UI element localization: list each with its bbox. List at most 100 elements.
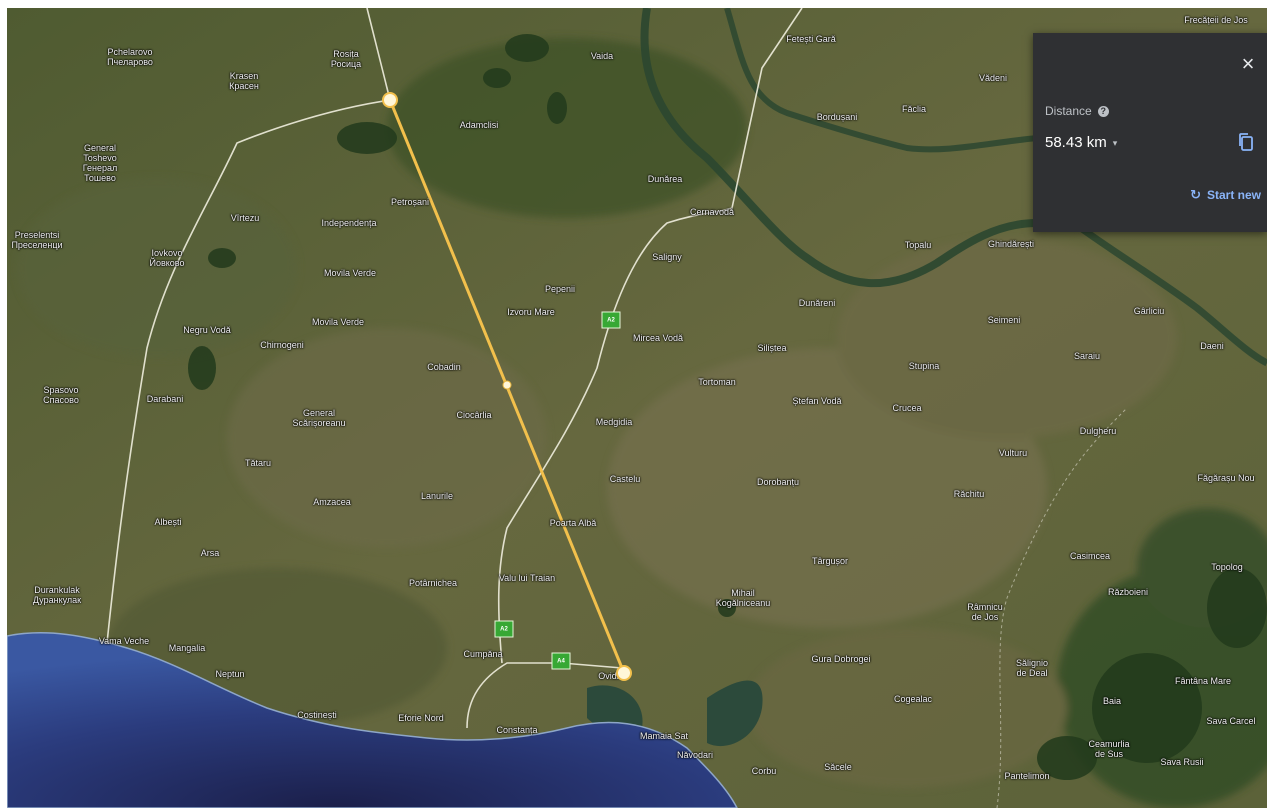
place-label: Fetești Gară [786, 34, 836, 44]
place-label: Krasen Красен [229, 71, 259, 91]
place-label: Rosița Росица [330, 49, 362, 69]
place-label: Potârnichea [408, 578, 458, 588]
place-label: Bordușani [816, 112, 858, 122]
start-new-label: Start new [1206, 188, 1261, 202]
place-label: Iovkovo Йовково [149, 248, 185, 268]
place-label: Neptun [215, 669, 245, 679]
start-new-button[interactable]: ↻ Start new [1190, 187, 1261, 203]
black-sea [7, 632, 738, 808]
place-label: Durankulak Дуранкулак [32, 585, 82, 605]
place-label: Adamclisi [459, 120, 499, 130]
place-label: Sava Carcel [1206, 716, 1256, 726]
close-icon[interactable]: × [1241, 51, 1255, 76]
distance-value: 58.43 km [1045, 134, 1107, 151]
forest-patches [188, 34, 1267, 780]
distance-unit-dropdown[interactable]: 58.43 km ▾ [1045, 134, 1117, 151]
place-label: Frecățeii de Jos [1184, 15, 1248, 25]
place-label: Castelu [609, 474, 641, 484]
place-label: Vama Veche [98, 636, 150, 646]
place-label: Tătaru [244, 458, 272, 468]
place-label: Movila Verde [311, 317, 365, 327]
roads [106, 8, 803, 729]
place-label: Sava Rusii [1160, 757, 1204, 767]
copy-icon[interactable] [1237, 132, 1253, 152]
place-label: Făclia [901, 104, 927, 114]
place-label: Stupina [908, 361, 940, 371]
place-label: Fântâna Mare [1174, 676, 1232, 686]
place-label: General Scărișoreanu [292, 408, 346, 428]
place-label: Spasovo Спасово [43, 385, 79, 405]
place-label: Pepenii [544, 284, 576, 294]
place-label: Dulgheru [1079, 426, 1117, 436]
place-label: Arsa [200, 548, 220, 558]
place-label: Amzacea [313, 497, 351, 507]
place-label: Saraiu [1073, 351, 1101, 361]
place-label: Tortoman [698, 377, 736, 387]
place-label: Siliștea [757, 343, 787, 353]
place-label: Năvodari [676, 750, 714, 760]
place-label: Saligny [652, 252, 682, 262]
measure-end-point[interactable] [618, 667, 630, 679]
danube-river [640, 8, 1267, 288]
road-shield-a4: A4 [551, 652, 571, 670]
place-label: Izvoru Mare [507, 307, 555, 317]
place-label: Răchitu [953, 489, 985, 499]
place-label: Săcele [824, 762, 852, 772]
lake-tasaul [587, 685, 643, 734]
place-label: Dunăreni [798, 298, 836, 308]
place-label: Preselentsi Преселенци [11, 230, 63, 250]
place-label: Dorobanțu [756, 477, 800, 487]
place-label: Corbu [751, 766, 777, 776]
place-label: Movila Verde [323, 268, 377, 278]
place-label: Mangalia [168, 643, 206, 653]
place-label: Petroșani [390, 197, 430, 207]
place-label: Ovidiu [598, 671, 624, 681]
measure-start-point[interactable] [384, 94, 396, 106]
place-label: Dunărea [647, 174, 683, 184]
place-label: Medgidia [595, 417, 633, 427]
place-label: Daeni [1200, 341, 1224, 351]
place-label: Făgărașu Nou [1197, 473, 1255, 483]
danube-branch [724, 8, 1038, 153]
place-label: Topalu [904, 240, 932, 250]
place-label: Ciocârlia [456, 410, 492, 420]
place-label: Ștefan Vodă [792, 396, 842, 406]
place-label: Vaida [590, 51, 614, 61]
place-label: Independența [321, 218, 377, 228]
place-label: Vulturu [998, 448, 1028, 458]
place-label: Eforie Nord [398, 713, 444, 723]
place-label: Negru Vodă [183, 325, 231, 335]
danube-lower [1064, 215, 1267, 367]
place-label: Crucea [892, 403, 922, 413]
restart-icon: ↻ [1190, 187, 1201, 202]
place-label: Mamaia Sat [639, 731, 689, 741]
help-icon[interactable]: ? [1097, 106, 1109, 118]
place-label: Gârliciu [1133, 306, 1165, 316]
place-label: Gura Dobrogei [811, 654, 871, 664]
place-label: Albești [154, 517, 182, 527]
place-label: Ceamurlia de Sus [1088, 739, 1130, 759]
county-border [996, 407, 1128, 808]
place-label: Cobadin [427, 362, 461, 372]
measure-midpoint[interactable] [503, 381, 511, 389]
place-label: Lanurile [420, 491, 454, 501]
place-label: Mircea Vodă [632, 333, 684, 343]
place-label: Pantelimon [1004, 771, 1050, 781]
place-label: Războieni [1107, 587, 1149, 597]
place-label: Vîrtezu [230, 213, 260, 223]
place-label: Sălignio de Deal [1015, 658, 1049, 678]
place-label: Râmnicu de Jos [967, 602, 1003, 622]
caret-down-icon: ▾ [1112, 137, 1118, 148]
place-label: General Toshevo Генерал Тошево [82, 143, 118, 183]
lake-siutghiol [707, 680, 763, 747]
place-label: Baia [1102, 696, 1122, 706]
place-label: Topolog [1211, 562, 1243, 572]
place-label: Costinești [297, 710, 337, 720]
road-shield-a2: A2 [494, 620, 514, 638]
road-shield-a2: A2 [601, 311, 621, 329]
place-label: Cogealac [893, 694, 933, 704]
place-label: Valu lui Traian [498, 573, 556, 583]
distance-label-text: Distance [1045, 104, 1092, 118]
place-label: Cumpăna [463, 649, 503, 659]
place-label: Cernavodă [689, 207, 735, 217]
